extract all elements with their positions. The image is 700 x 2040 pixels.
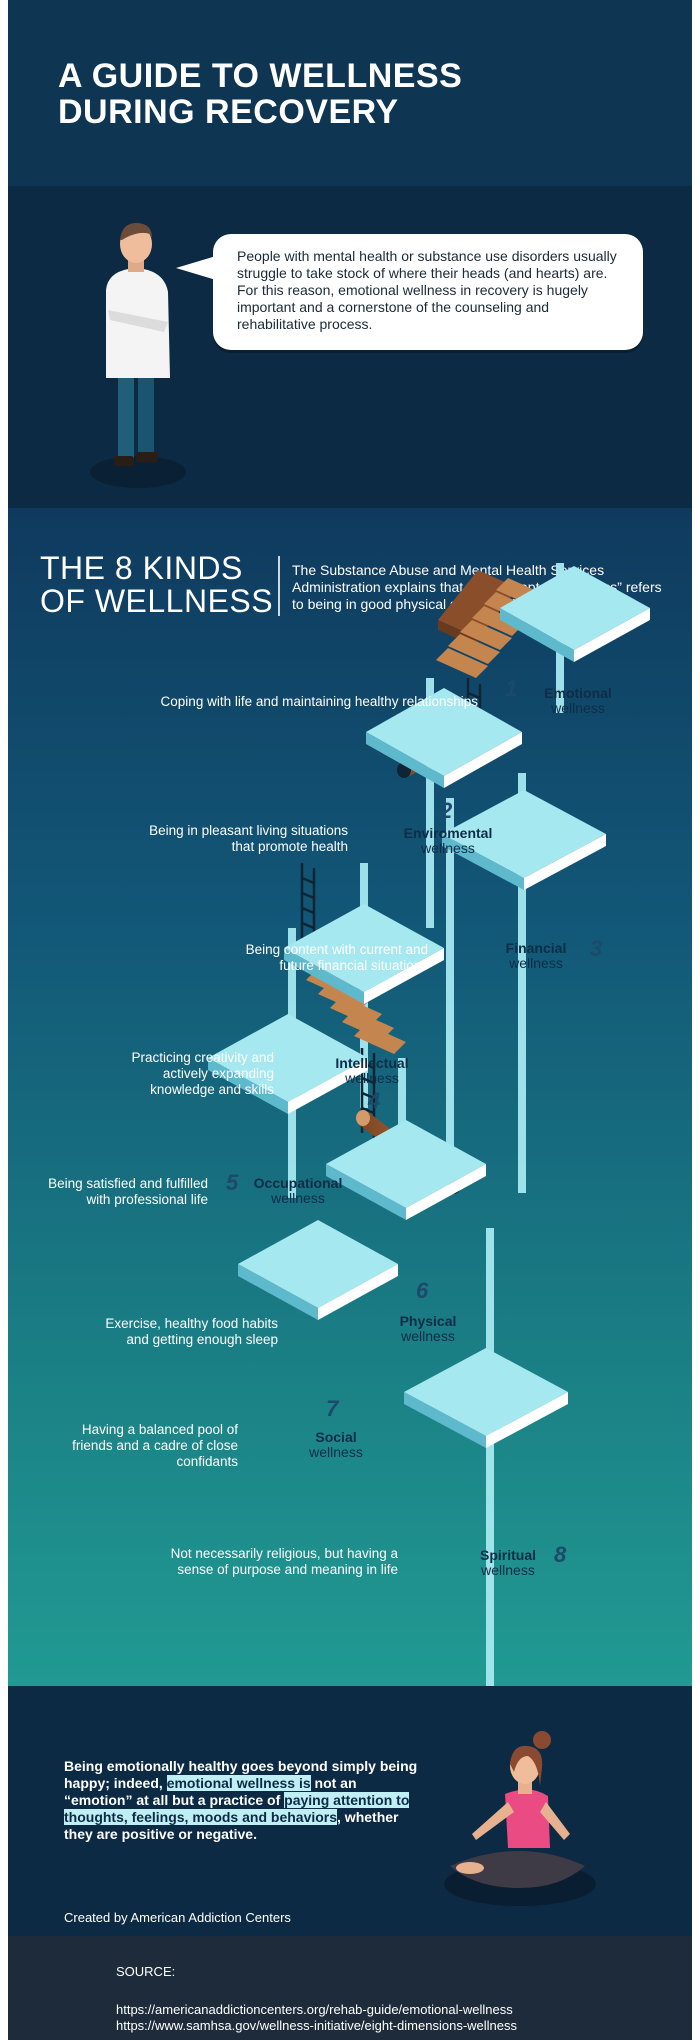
desc-6: Exercise, healthy food habits and gettin… xyxy=(105,1316,278,1347)
wellness-section: THE 8 KINDS OF WELLNESS The Substance Ab… xyxy=(8,508,692,1686)
number-2: 2 xyxy=(440,798,453,823)
title-line-1: A GUIDE TO WELLNESS xyxy=(58,57,463,95)
label-occupational-title: Occupational xyxy=(253,1175,343,1191)
section-title-line-2: OF WELLNESS xyxy=(40,583,274,619)
desc-2: Being in pleasant living situations that… xyxy=(149,823,348,854)
label-environmental-sub: wellness xyxy=(421,840,475,856)
label-emotional-sub: wellness xyxy=(551,700,605,716)
desc-1: Coping with life and maintaining healthy… xyxy=(160,694,478,709)
label-intellectual-title: Intellectual xyxy=(335,1055,409,1071)
platform-4 xyxy=(284,904,444,1004)
label-occupational: Occupational wellness xyxy=(238,1176,358,1206)
desc-8: Not necessarily religious, but having a … xyxy=(170,1546,398,1577)
label-occupational-sub: wellness xyxy=(271,1190,325,1206)
wellness-staircase-illustration xyxy=(208,563,650,1686)
source-section: SOURCE: https://americanaddictioncenters… xyxy=(8,1936,692,2040)
label-intellectual: Intellectual wellness xyxy=(312,1056,432,1086)
infographic: A GUIDE TO WELLNESS DURING RECOVERY Peop… xyxy=(8,0,692,2040)
desc-4: Practicing creativity and actively expan… xyxy=(131,1050,274,1097)
label-physical-sub: wellness xyxy=(401,1328,455,1344)
intro-section: People with mental health or substance u… xyxy=(8,190,692,508)
number-5: 5 xyxy=(226,1170,239,1195)
closing-message: Being emotionally healthy goes beyond si… xyxy=(64,1758,424,1843)
label-financial: Financial wellness xyxy=(476,941,596,971)
page-title: A GUIDE TO WELLNESS DURING RECOVERY xyxy=(58,58,462,130)
speech-tail xyxy=(176,256,216,280)
platform-6 xyxy=(326,1120,486,1220)
source-label: SOURCE: xyxy=(116,1964,176,1979)
credit-text: Created by American Addiction Centers xyxy=(64,1910,291,1925)
section-title-line-1: THE 8 KINDS xyxy=(40,550,243,586)
platform-5 xyxy=(208,1014,368,1114)
platform-8 xyxy=(404,1348,568,1448)
label-emotional: Emotional wellness xyxy=(518,686,638,716)
number-4: 4 xyxy=(368,1088,381,1113)
number-3: 3 xyxy=(590,936,603,961)
desc-5: Being satisfied and fulfilled with profe… xyxy=(48,1176,208,1207)
label-environmental-title: Enviromental xyxy=(403,825,493,841)
msg-highlight-1: emotional wellness is xyxy=(166,1775,311,1791)
meditating-woman-illustration xyxy=(444,1731,596,1906)
closing-section: Being emotionally healthy goes beyond si… xyxy=(8,1686,692,1936)
desc-7: Having a balanced pool of friends and a … xyxy=(72,1422,238,1469)
msg-part-a: Being emotionally healthy goes beyond si… xyxy=(64,1758,418,1791)
label-financial-sub: wellness xyxy=(509,955,563,971)
label-spiritual-title: Spiritual xyxy=(479,1547,536,1563)
title-divider xyxy=(278,556,280,616)
platform-2 xyxy=(366,688,522,788)
man-illustration xyxy=(90,222,186,488)
label-environmental: Enviromental wellness xyxy=(388,826,508,856)
desc-3: Being content with current and future fi… xyxy=(245,942,428,973)
platform-7 xyxy=(238,1220,398,1320)
number-8: 8 xyxy=(554,1542,567,1567)
number-7: 7 xyxy=(326,1396,339,1421)
label-emotional-title: Emotional xyxy=(544,685,612,701)
label-intellectual-sub: wellness xyxy=(345,1070,399,1086)
platform-3 xyxy=(442,790,606,890)
number-6: 6 xyxy=(416,1278,429,1303)
source-url-1[interactable]: https://americanaddictioncenters.org/reh… xyxy=(116,2002,513,2017)
label-physical: Physical wellness xyxy=(368,1314,488,1344)
label-spiritual: Spiritual wellness xyxy=(448,1548,568,1578)
label-spiritual-sub: wellness xyxy=(481,1562,535,1578)
msg-part-b: not an “emotion” at all but a practice o… xyxy=(64,1775,357,1808)
label-financial-title: Financial xyxy=(505,940,567,956)
label-physical-title: Physical xyxy=(399,1313,457,1329)
label-social-sub: wellness xyxy=(309,1444,363,1460)
source-url-2[interactable]: https://www.samhsa.gov/wellness-initiati… xyxy=(116,2018,518,2033)
header: A GUIDE TO WELLNESS DURING RECOVERY xyxy=(8,0,692,190)
msg-part-c: , whether they are positive or negative. xyxy=(64,1809,399,1842)
platform-1 xyxy=(500,566,650,662)
section-title: THE 8 KINDS OF WELLNESS xyxy=(40,552,273,618)
label-social-title: Social xyxy=(315,1429,357,1445)
title-line-2: DURING RECOVERY xyxy=(58,93,399,131)
speech-bubble: People with mental health or substance u… xyxy=(213,234,643,350)
label-social: Social wellness xyxy=(276,1430,396,1460)
number-1: 1 xyxy=(505,676,518,701)
